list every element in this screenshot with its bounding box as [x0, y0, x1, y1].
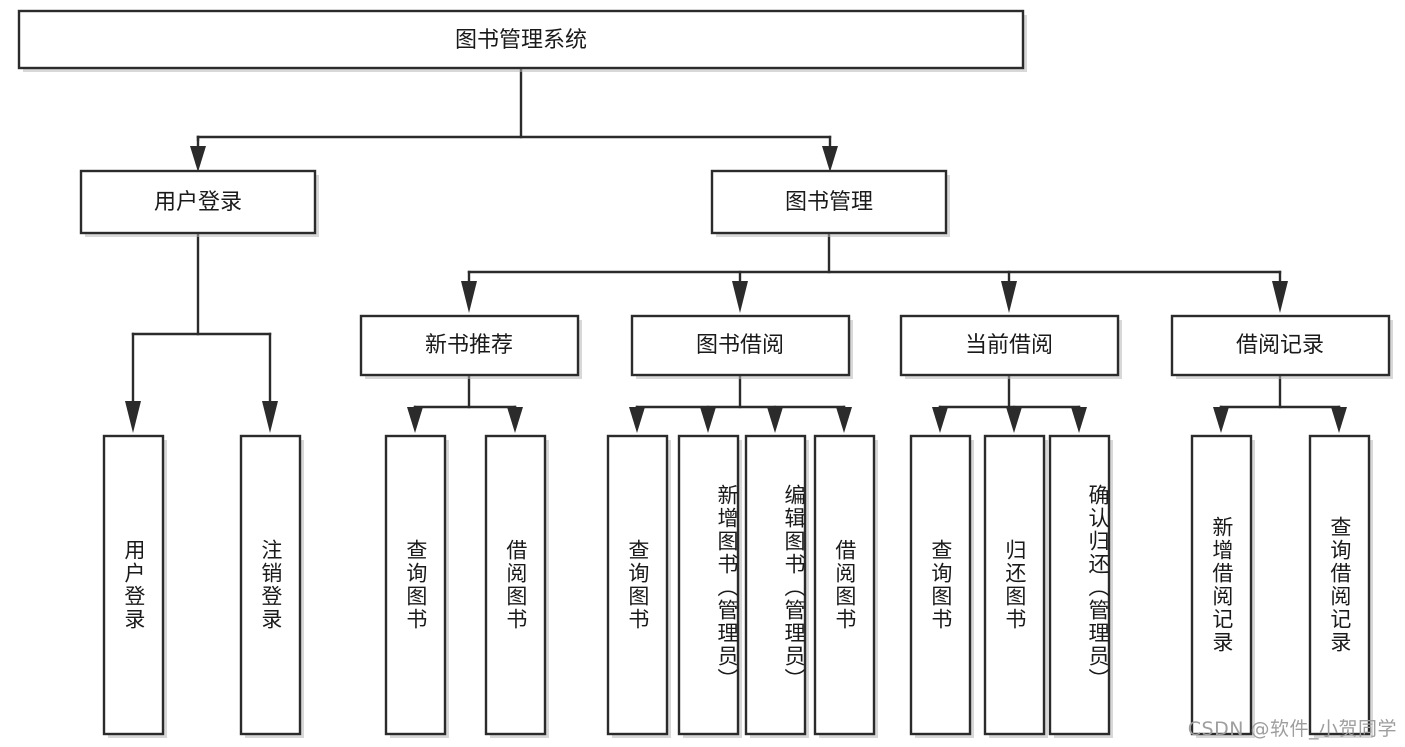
node-current-borrow-rect[interactable]	[899, 314, 1120, 377]
node-root-label: 图书管理系统	[455, 28, 587, 53]
node-leaf-query-book-1-rect[interactable]	[384, 434, 447, 736]
node-leaf-return-book[interactable]	[983, 434, 1048, 738]
arrow-head-leaf-query-record	[1331, 407, 1347, 433]
node-book-manage-rect[interactable]	[710, 169, 948, 235]
node-root[interactable]: 图书管理系统	[17, 9, 1027, 72]
node-book-borrow-label: 图书借阅	[696, 333, 784, 358]
node-current-borrow[interactable]: 当前借阅	[899, 314, 1122, 379]
arrow-head-leaf-edit-book	[767, 407, 783, 433]
connector-group-new-book-rec	[407, 373, 523, 433]
node-leaf-add-book-rect[interactable]	[677, 434, 740, 736]
csdn-watermark: CSDN @软件_小贺同学	[1187, 718, 1397, 740]
node-leaf-borrow-book-1-rect[interactable]	[484, 434, 547, 736]
node-borrow-record-rect[interactable]	[1170, 314, 1391, 377]
connector-group-user-login	[125, 231, 278, 433]
node-leaf-user-login[interactable]	[102, 434, 167, 738]
node-leaf-borrow-book-1[interactable]	[484, 434, 549, 738]
arrow-head-book-borrow	[732, 281, 748, 313]
node-leaf-add-record[interactable]	[1190, 434, 1255, 738]
node-current-borrow-label: 当前借阅	[965, 333, 1053, 358]
node-leaf-confirm-return[interactable]	[1048, 434, 1113, 738]
node-leaf-confirm-return-rect[interactable]	[1048, 434, 1111, 736]
node-leaf-query-book-2[interactable]	[606, 434, 671, 738]
arrow-head-current-borrow	[1001, 281, 1017, 313]
arrow-head-leaf-logout	[262, 401, 278, 433]
node-leaf-logout[interactable]	[239, 434, 304, 738]
node-leaf-query-book-1[interactable]	[384, 434, 449, 738]
arrow-head-book-manage	[822, 146, 838, 172]
connector-group-root	[190, 66, 838, 172]
node-user-login[interactable]: 用户登录	[79, 169, 319, 237]
arrow-head-leaf-user-login	[125, 401, 141, 433]
node-leaf-edit-book-rect[interactable]	[744, 434, 807, 736]
node-leaf-query-book-3-rect[interactable]	[909, 434, 972, 736]
node-user-login-rect[interactable]	[79, 169, 317, 235]
arrow-head-leaf-confirm-return	[1071, 407, 1087, 433]
arrow-head-leaf-borrow-book-1	[507, 407, 523, 433]
arrow-head-new-book-rec	[461, 281, 477, 313]
connector-group-book-manage	[461, 231, 1288, 313]
arrow-head-borrow-record	[1272, 281, 1288, 313]
node-leaf-add-record-rect[interactable]	[1190, 434, 1253, 736]
node-leaf-return-book-rect[interactable]	[983, 434, 1046, 736]
connector-group-book-borrow	[629, 373, 852, 433]
arrow-head-leaf-query-book-2	[629, 407, 645, 433]
arrow-head-leaf-add-record	[1213, 407, 1229, 433]
node-root-rect[interactable]	[17, 9, 1025, 70]
arrow-head-leaf-borrow-book-2	[836, 407, 852, 433]
node-new-book-rec-label: 新书推荐	[425, 333, 513, 358]
node-leaf-query-book-3[interactable]	[909, 434, 974, 738]
node-leaf-borrow-book-2[interactable]	[813, 434, 878, 738]
node-leaf-add-book[interactable]	[677, 434, 742, 738]
arrow-head-leaf-add-book	[700, 407, 716, 433]
arrow-head-leaf-query-book-1	[407, 407, 423, 433]
node-leaf-query-record-rect[interactable]	[1308, 434, 1371, 736]
node-leaf-logout-rect[interactable]	[239, 434, 302, 736]
node-leaf-query-book-2-rect[interactable]	[606, 434, 669, 736]
connector-group-borrow-record	[1213, 373, 1347, 433]
arrow-head-user-login	[190, 146, 206, 172]
node-book-manage-label: 图书管理	[785, 190, 873, 215]
node-user-login-label: 用户登录	[154, 190, 242, 215]
connector-group-current-borrow	[932, 373, 1087, 433]
node-leaf-edit-book[interactable]	[744, 434, 809, 738]
node-borrow-record-label: 借阅记录	[1236, 333, 1324, 358]
arrow-head-leaf-return-book	[1006, 407, 1022, 433]
node-book-borrow-rect[interactable]	[630, 314, 851, 377]
arrow-head-leaf-query-book-3	[932, 407, 948, 433]
node-leaf-user-login-rect[interactable]	[102, 434, 165, 736]
node-book-manage[interactable]: 图书管理	[710, 169, 950, 237]
node-leaf-borrow-book-2-rect[interactable]	[813, 434, 876, 736]
node-new-book-rec[interactable]: 新书推荐	[359, 314, 582, 379]
node-book-borrow[interactable]: 图书借阅	[630, 314, 853, 379]
node-leaf-query-record[interactable]	[1308, 434, 1373, 738]
node-new-book-rec-rect[interactable]	[359, 314, 580, 377]
node-borrow-record[interactable]: 借阅记录	[1170, 314, 1393, 379]
